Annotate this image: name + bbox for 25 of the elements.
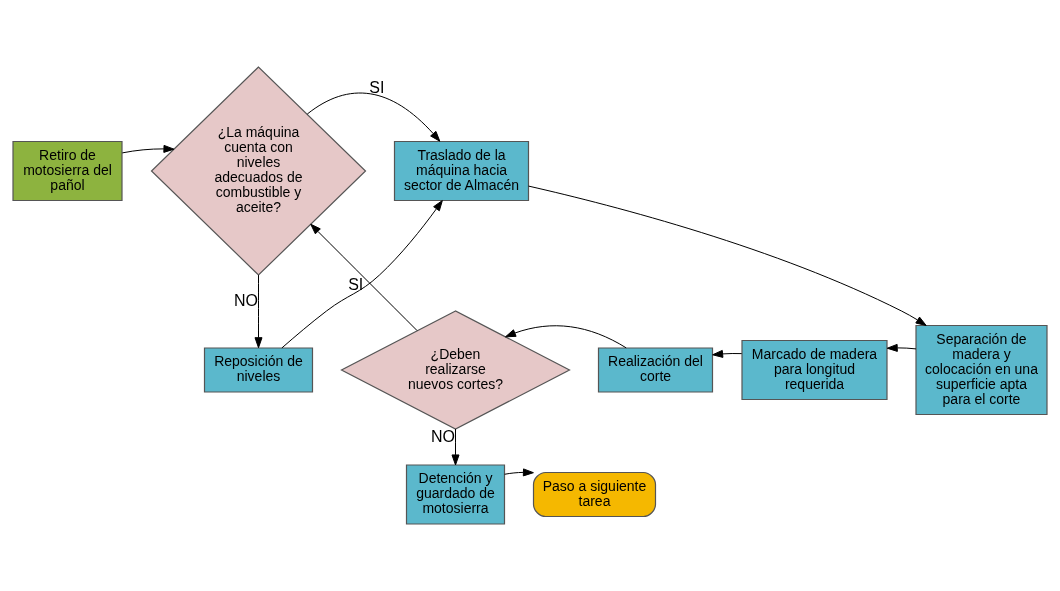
node-box: Detención y guardado de motosierra [405,464,506,525]
edge-label: SI [369,78,385,96]
node-box: Retiro de motosierra del pañol [12,140,123,202]
arrow [121,144,175,154]
arrow [451,428,460,466]
node-box: Paso a siguiente tarea [532,471,657,518]
arrow [254,274,263,349]
arrow [886,343,917,352]
arrow [505,325,627,349]
edge-label: NO [234,292,258,310]
arrow [504,468,534,477]
node-box: Realización del corte [597,347,714,393]
node-diamond: ¿La máquina cuenta con niveles adecuados de combustible y aceite? [150,66,367,276]
node-box: Marcado de madera para longitud requerida [741,339,888,401]
arrow [281,200,443,349]
node-box: Separación de madera y colocación en una superficie apta para el corte [915,324,1048,416]
arrow [712,349,743,358]
arrow [310,223,418,332]
edge-label: NO [431,427,455,445]
arrow [528,185,927,326]
arrow [306,92,441,142]
node-box: Reposición de niveles [203,347,314,393]
edge-label: SI [348,276,364,294]
node-box: Traslado de la máquina hacia sector de Almacén [393,140,530,202]
node-diamond: ¿Deben realizarse nuevos cortes? [340,310,571,430]
